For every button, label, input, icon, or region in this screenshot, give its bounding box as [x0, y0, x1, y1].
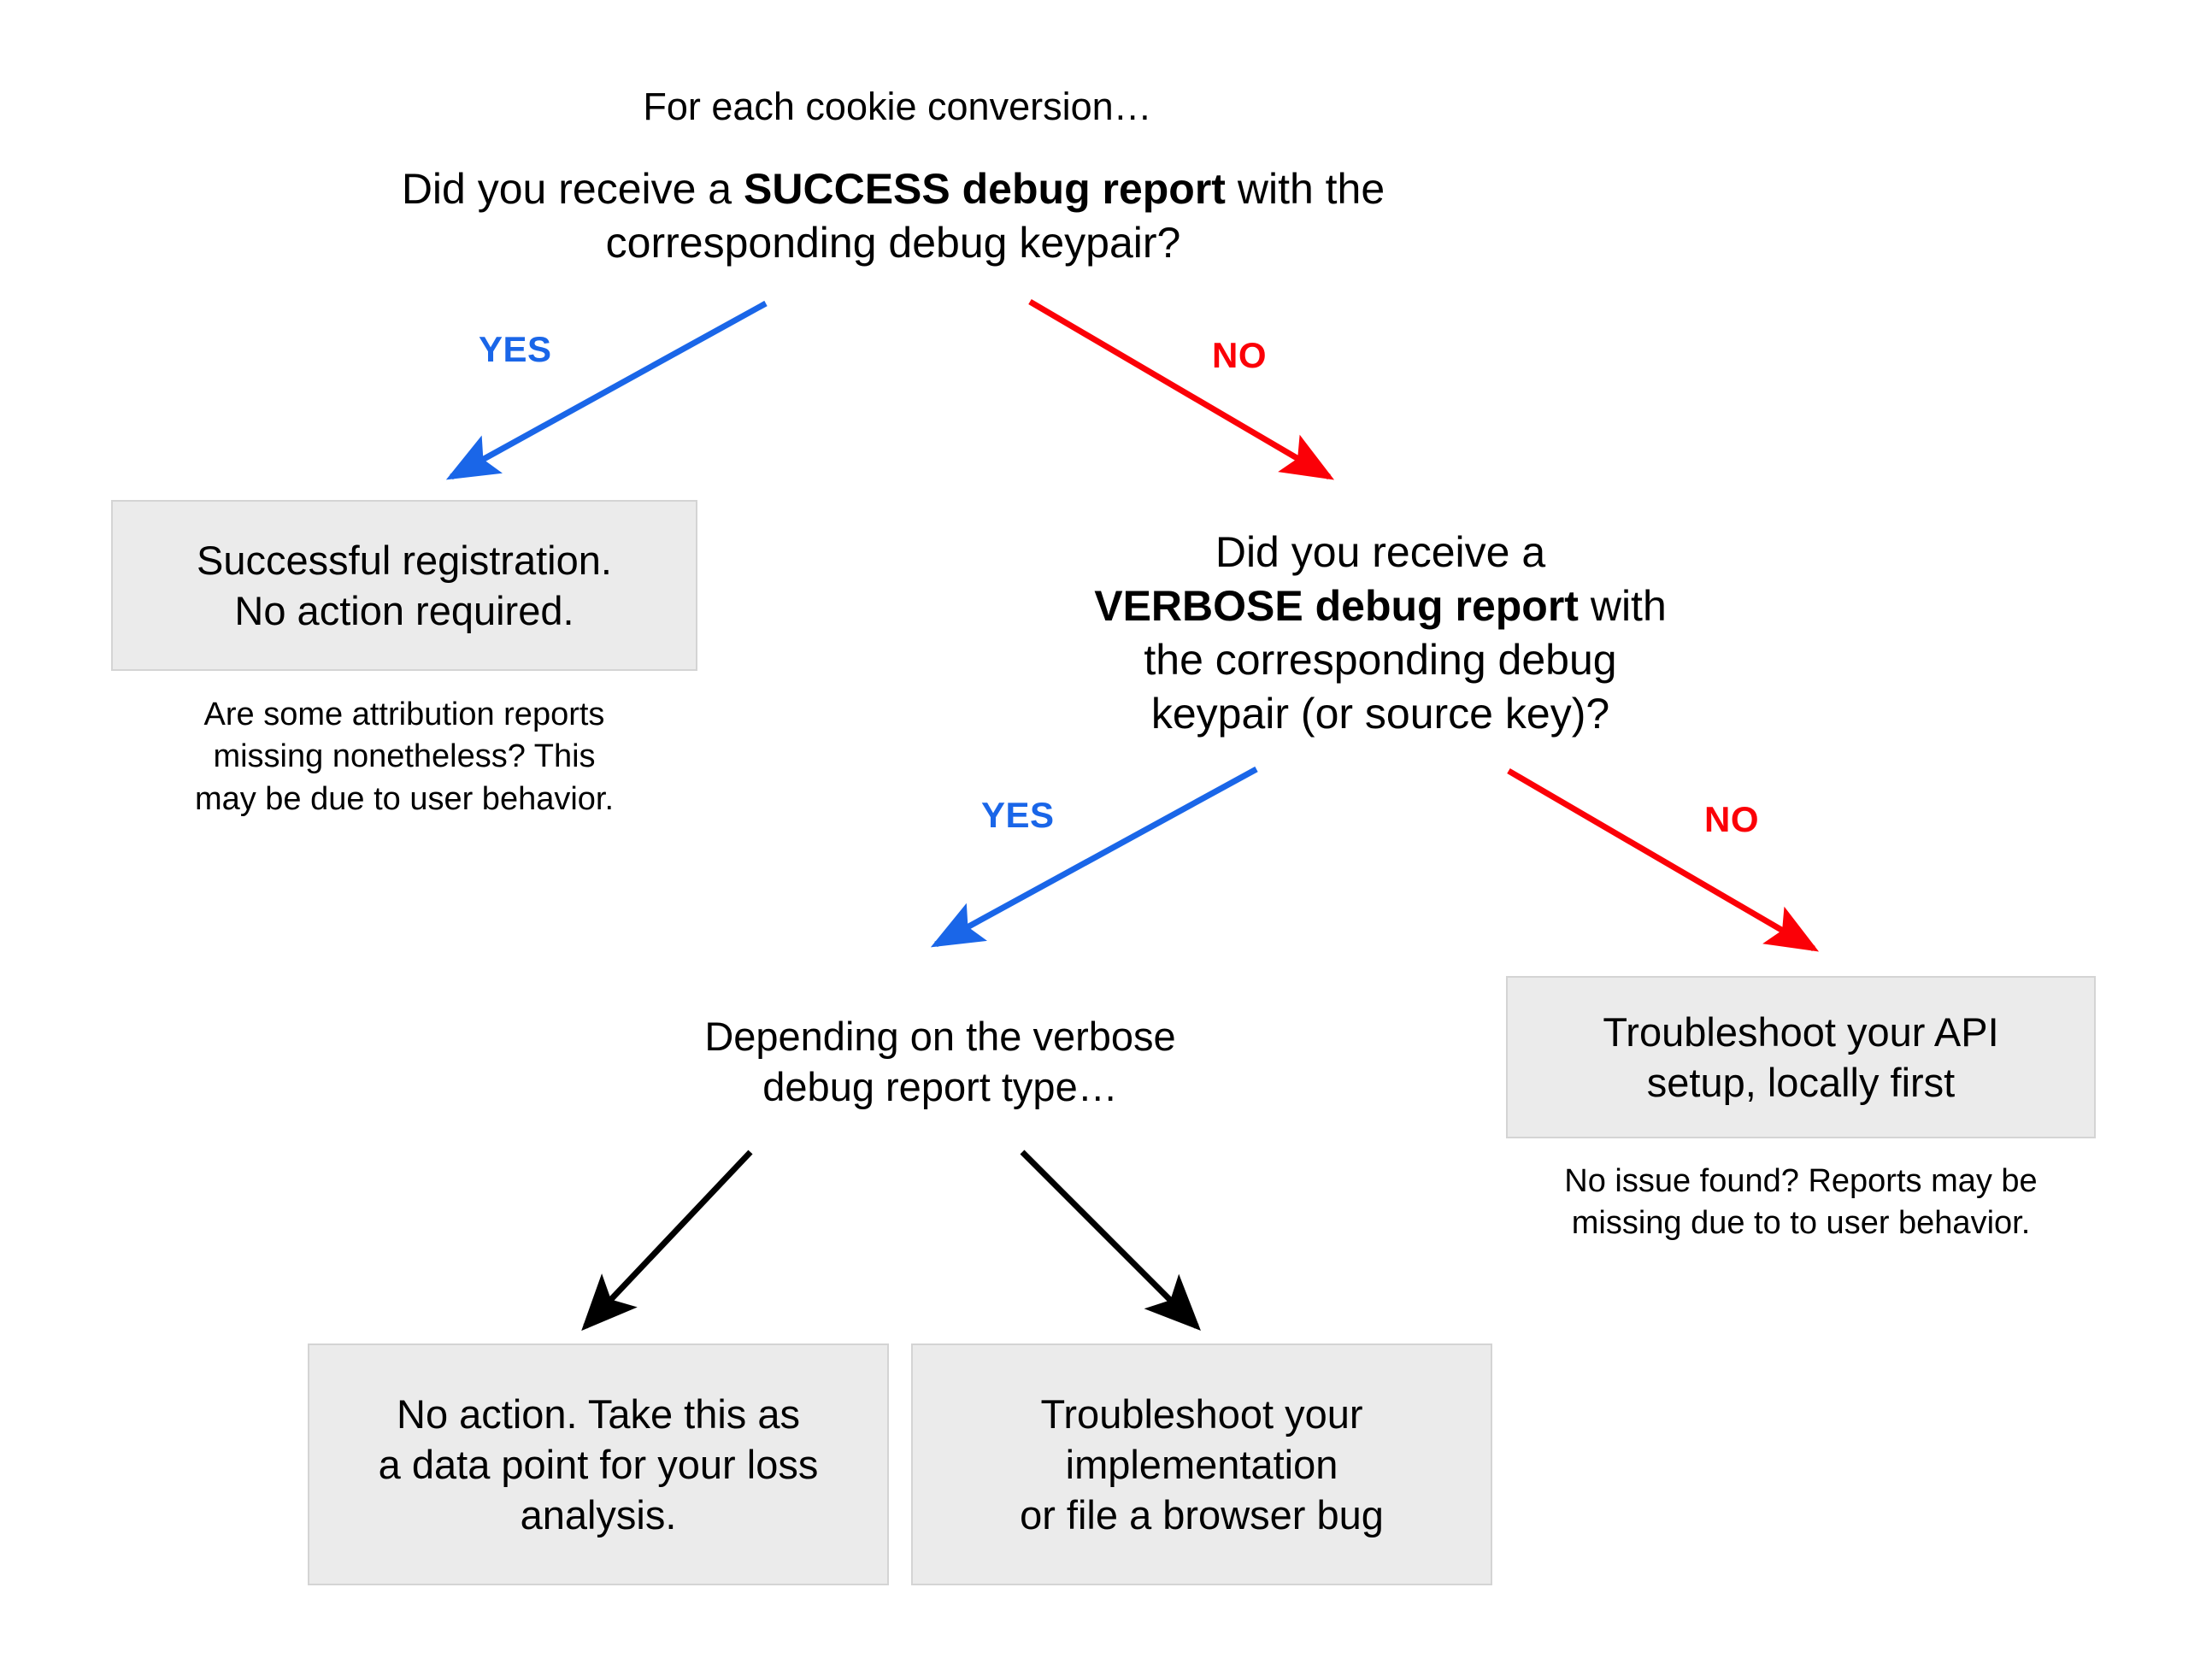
- box-troubleshoot-implementation[interactable]: Troubleshoot your implementation or file…: [911, 1343, 1492, 1585]
- root-question-line2: corresponding debug keypair?: [605, 219, 1181, 267]
- edge-label-root-no: NO: [1212, 335, 1267, 375]
- edge-root-no: [1028, 298, 1335, 480]
- edge-verbose-no: [1507, 767, 1820, 952]
- box-troubleshoot-api-setup[interactable]: Troubleshoot your API setup, locally fir…: [1506, 976, 2096, 1138]
- verbose-question-line4: keypair (or source key)?: [1150, 690, 1610, 738]
- verbose-question-line2-suffix: with: [1578, 582, 1667, 630]
- box-successful-registration[interactable]: Successful registration. No action requi…: [111, 500, 697, 671]
- box-no-action-loss-analysis[interactable]: No action. Take this as a data point for…: [308, 1343, 889, 1585]
- edge-type-left: [581, 1149, 753, 1332]
- root-question-line1-bold: SUCCESS debug report: [744, 165, 1226, 213]
- root-question-line1-suffix: with the: [1225, 165, 1385, 213]
- edge-type-right: [1020, 1149, 1201, 1331]
- verbose-question-line3: the corresponding debug: [1144, 636, 1617, 684]
- root-question: Did you receive a SUCCESS debug report w…: [286, 162, 1500, 270]
- chart-title: For each cookie conversion…: [643, 85, 1152, 128]
- caption-missing-attribution-reports: Are some attribution reports missing non…: [194, 697, 615, 817]
- caption-no-issue-found: No issue found? Reports may be missing d…: [1564, 1163, 2038, 1242]
- verbose-question-line2-bold: VERBOSE debug report: [1094, 582, 1579, 630]
- verbose-question: Did you receive a VERBOSE debug report wi…: [1038, 526, 1722, 741]
- edge-label-verbose-yes: YES: [981, 795, 1055, 835]
- root-question-line1-prefix: Did you receive a: [401, 165, 744, 213]
- edge-label-verbose-no: NO: [1704, 799, 1759, 839]
- verbose-question-line1: Did you receive a: [1215, 528, 1546, 576]
- edge-label-root-yes: YES: [479, 329, 552, 369]
- verbose-report-type-text: Depending on the verbose debug report ty…: [704, 1014, 1176, 1110]
